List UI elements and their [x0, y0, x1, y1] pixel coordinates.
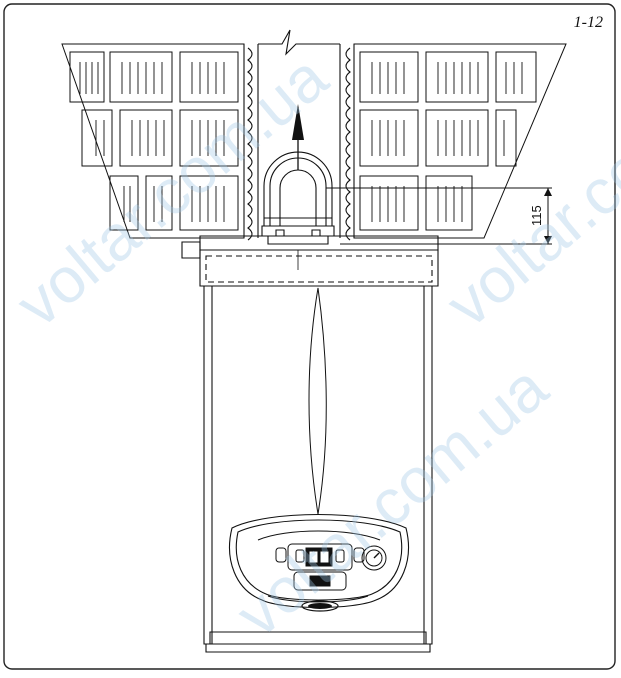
watermark-text: voltar.com.ua [223, 351, 561, 651]
panel-button-inner-left [296, 550, 304, 562]
duct-corrugation-left [248, 48, 252, 240]
boiler-top-cover [182, 236, 438, 286]
panel-button-inner-right [336, 550, 344, 562]
logo-badge-inner [308, 603, 332, 609]
wall-left-hatch [80, 62, 224, 222]
dimension-label: 115 [529, 205, 544, 226]
control-panel [230, 515, 409, 608]
wall-left-bricks [70, 52, 238, 230]
boiler-front-highlight [309, 288, 326, 514]
flue-duct [244, 30, 354, 240]
flow-arrow [292, 104, 304, 170]
figure-frame [4, 4, 615, 669]
panel-buttons [276, 548, 364, 562]
logo-badge [302, 601, 338, 611]
watermark-text: voltar.com.ua [433, 41, 621, 341]
wall-right-hatch [372, 62, 522, 222]
pressure-gauge [362, 546, 386, 570]
wall-right-bricks [360, 52, 536, 230]
duct-break-line [258, 30, 340, 54]
display-module [288, 544, 352, 590]
wall-left [61, 43, 245, 239]
panel-button-right [354, 548, 364, 562]
figure-label: 1-12 [573, 14, 603, 31]
boiler-body [204, 250, 432, 652]
dimension-115: 115 [529, 188, 552, 244]
duct-corrugation-right [346, 48, 350, 240]
panel-button-left [276, 548, 286, 562]
